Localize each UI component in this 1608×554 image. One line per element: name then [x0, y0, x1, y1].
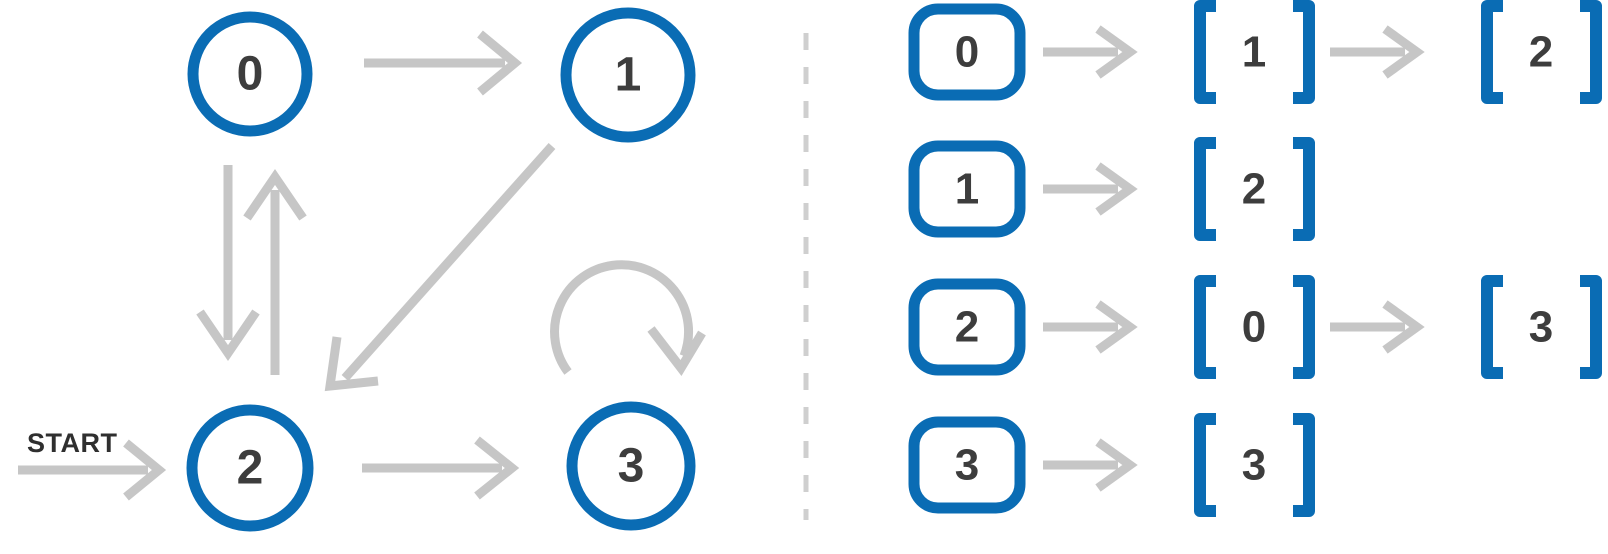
graph-node-1-label: 1 [615, 49, 642, 102]
list-source-label: 3 [955, 441, 979, 490]
graph-node-0[interactable]: 0 [187, 11, 313, 137]
list-arrow [1043, 300, 1138, 354]
list-target-label: 3 [1242, 441, 1266, 490]
graph-node-1[interactable]: 1 [560, 7, 696, 143]
list-source-label: 1 [955, 165, 979, 214]
list-target-label: 2 [1529, 28, 1553, 77]
list-target-cell[interactable]: 3 [1481, 275, 1602, 379]
list-target-label: 3 [1529, 303, 1553, 352]
graph-node-3-label: 3 [618, 440, 645, 493]
list-target-cell[interactable]: 2 [1194, 137, 1315, 241]
list-source-node-0[interactable]: 0 [908, 3, 1026, 101]
list-source-label: 0 [955, 28, 979, 77]
list-source-label: 2 [955, 303, 979, 352]
list-target-label: 2 [1242, 165, 1266, 214]
edge-2-to-3 [362, 436, 520, 500]
adjacency-row: 0 1 2 [908, 0, 1602, 104]
list-target-cell[interactable]: 3 [1194, 413, 1315, 517]
list-arrow [1043, 162, 1138, 216]
list-source-node-3[interactable]: 3 [908, 416, 1026, 514]
graph-node-2[interactable]: 2 [186, 404, 314, 532]
list-target-cell[interactable]: 0 [1194, 275, 1315, 379]
adjacency-row: 1 2 [908, 137, 1315, 241]
list-arrow [1330, 25, 1425, 79]
edge-1-to-2 [324, 143, 556, 392]
list-target-label: 1 [1242, 28, 1266, 77]
list-target-cell[interactable]: 2 [1481, 0, 1602, 104]
list-arrow [1330, 300, 1425, 354]
list-target-cell[interactable]: 1 [1194, 0, 1315, 104]
graph-node-3[interactable]: 3 [566, 401, 696, 531]
edge-0-to-1 [364, 30, 523, 96]
edge-2-to-0 [243, 169, 307, 375]
list-source-node-2[interactable]: 2 [908, 278, 1026, 376]
start-label: START [27, 428, 118, 458]
start-arrow [18, 439, 167, 501]
graph-node-2-label: 2 [237, 442, 264, 495]
list-arrow [1043, 25, 1138, 79]
edge-3-self-loop [550, 260, 706, 376]
graph-node-0-label: 0 [237, 48, 264, 101]
edge-0-to-2 [196, 165, 260, 361]
adjacency-row: 3 3 [908, 413, 1315, 517]
list-arrow [1043, 438, 1138, 492]
list-source-node-1[interactable]: 1 [908, 140, 1026, 238]
adjacency-row: 2 0 3 [908, 275, 1602, 379]
list-target-label: 0 [1242, 303, 1266, 352]
